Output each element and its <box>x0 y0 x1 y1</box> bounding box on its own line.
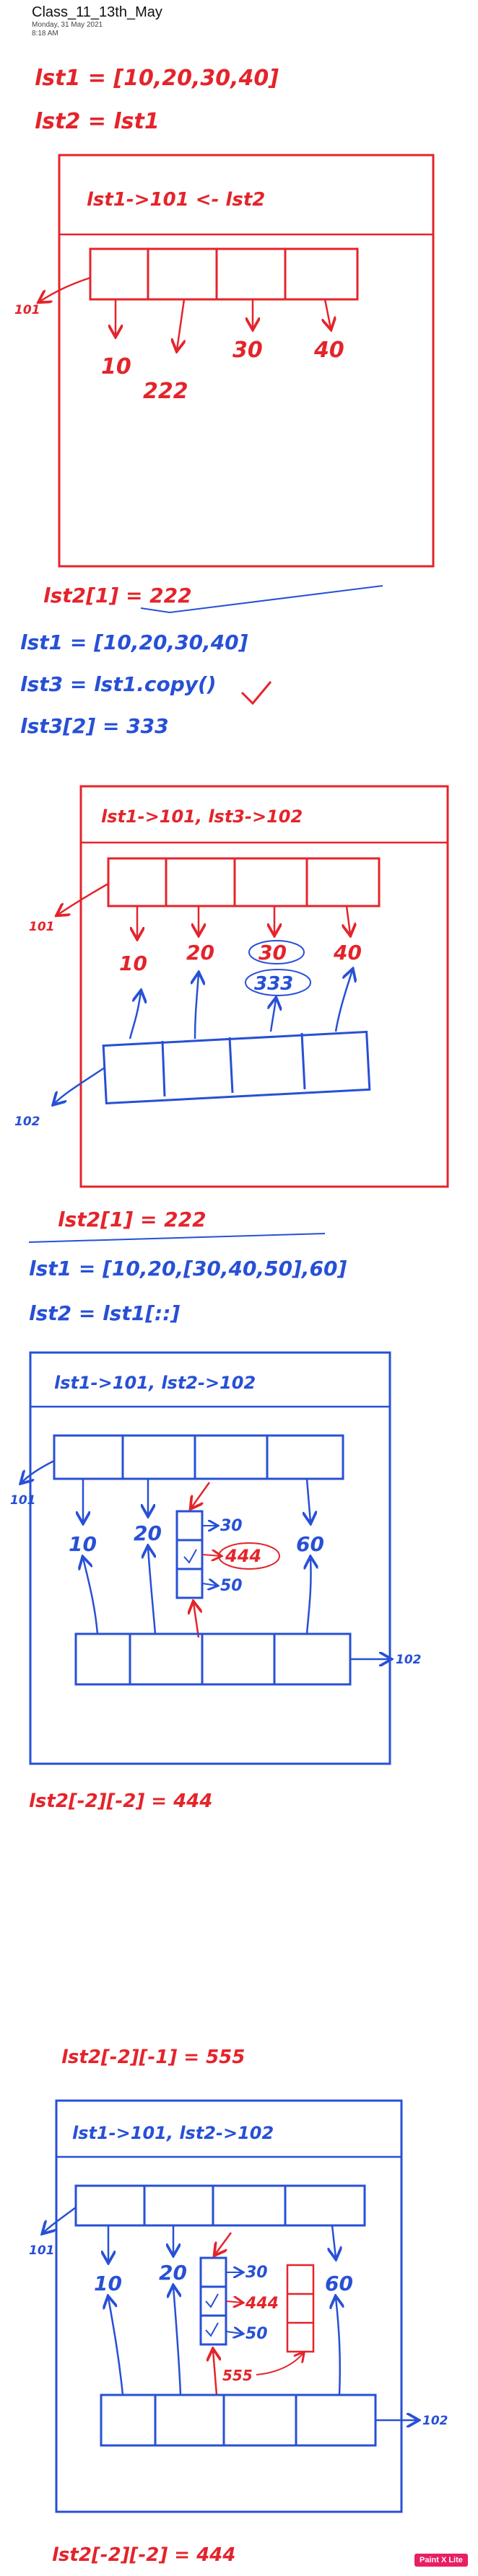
box-4-header: lst1->101, lst2->102 <box>72 2123 274 2143</box>
page-date: Monday, 31 May 2021 <box>32 21 103 29</box>
box-2-extra: 333 <box>254 973 293 995</box>
paint-x-lite-badge: Paint X Lite <box>414 2554 468 2567</box>
box-2-value-1: 20 <box>186 941 214 964</box>
box-4-diagram: lst1->101, lst2->102 101 10 20 60 30 50 … <box>29 2099 448 2513</box>
box-1-value-0: 10 <box>101 354 131 379</box>
box-2-value-2: 30 <box>258 941 287 964</box>
section-1-notes: lst1 = [10,20,30,40] lst2 = lst1 <box>35 66 279 134</box>
box-4-extended-cells <box>286 2264 315 2353</box>
box-4-inner-2: 50 <box>245 2325 268 2343</box>
box-2-array-bottom <box>102 1030 371 1105</box>
box-1-value-2: 30 <box>233 338 263 363</box>
box-2-header: lst1->101, lst3->102 <box>101 806 303 827</box>
box-3-inner-1: 444 <box>225 1546 261 1566</box>
box-2-ref-top: 101 <box>29 920 55 934</box>
box-4-array-top <box>74 2184 366 2227</box>
note-line-5: lst3[2] = 333 <box>20 714 169 738</box>
box-3-inner-list <box>175 1510 204 1599</box>
box-1-frame <box>58 154 435 568</box>
box-4-array-bottom <box>100 2393 377 2447</box>
box-3-value-2: 60 <box>296 1532 324 1556</box>
note-line-2: lst2 = lst1 <box>35 109 160 134</box>
box-2-array-top <box>107 857 381 907</box>
box-2-diagram: lst1->101, lst3->102 101 10 20 30 40 333… <box>14 785 449 1188</box>
box-2-value-3: 40 <box>333 941 362 964</box>
box-2-ref-bottom: 102 <box>14 1115 40 1129</box>
box-3-array-top <box>53 1434 344 1480</box>
box-4-ref-right: 102 <box>422 2414 448 2428</box>
box-3-inner-2: 50 <box>220 1577 243 1595</box>
assign-3: lst2[-2][-2] = 444 <box>29 1790 212 1812</box>
box-4-value-2: 60 <box>325 2272 353 2295</box>
box-2-value-0: 10 <box>119 951 147 975</box>
box-3-ref-right: 102 <box>396 1653 422 1667</box>
box-3-header: lst1->101, lst2->102 <box>54 1373 256 1393</box>
box-3-ref-left: 101 <box>10 1493 36 1508</box>
note-line-7: lst2 = lst1[::] <box>29 1301 180 1325</box>
box-4-value-0: 10 <box>94 2272 122 2295</box>
box-1-header: lst1->101 <- lst2 <box>87 189 265 211</box>
page-time: 8:18 AM <box>32 30 58 38</box>
box-4-frame <box>55 2099 403 2513</box>
assign-1: lst2[1] = 222 <box>43 584 192 607</box>
note-line-6: lst1 = [10,20,[30,40,50],60] <box>29 1257 347 1280</box>
box-2-frame <box>79 785 449 1188</box>
box-3-array-bottom <box>74 1632 352 1686</box>
box-3-value-0: 10 <box>69 1532 97 1556</box>
box-1-diagram: lst1->101 <- lst2 101 10 222 30 40 <box>14 154 435 568</box>
box-4-extra: 555 <box>222 2367 253 2384</box>
assign-5: lst2[-2][-2] = 444 <box>52 2544 235 2566</box>
box-4-inner-0: 30 <box>245 2264 268 2282</box>
page-header: Class_11_13th_May Monday, 31 May 2021 8:… <box>32 4 162 38</box>
box-4-inner-1: 444 <box>245 2295 279 2313</box>
page-title: Class_11_13th_May <box>32 4 162 20</box>
note-line-3: lst1 = [10,20,30,40] <box>20 630 248 654</box>
section-2-notes: lst1 = [10,20,30,40] lst3 = lst1.copy() … <box>20 630 248 738</box>
box-1-ref: 101 <box>14 303 40 317</box>
note-line-4: lst3 = lst1.copy() <box>20 672 217 696</box>
box-3-inner-0: 30 <box>220 1517 243 1535</box>
box-1-array <box>89 247 359 301</box>
box-1-value-3: 40 <box>313 338 344 363</box>
box-3-diagram: lst1->101, lst2->102 101 10 20 60 30 50 … <box>10 1351 422 1765</box>
note-line-1: lst1 = [10,20,30,40] <box>35 66 279 91</box>
assign-2: lst2[1] = 222 <box>58 1208 207 1231</box>
box-1-value-1: 222 <box>143 379 188 404</box>
box-4-value-1: 20 <box>159 2261 187 2285</box>
box-3-value-1: 20 <box>134 1521 162 1545</box>
box-4-ref-left: 101 <box>29 2243 55 2258</box>
box-3-frame <box>29 1351 391 1765</box>
section-3-notes: lst1 = [10,20,[30,40,50],60] lst2 = lst1… <box>29 1257 347 1325</box>
assign-4: lst2[-2][-1] = 555 <box>61 2047 245 2068</box>
